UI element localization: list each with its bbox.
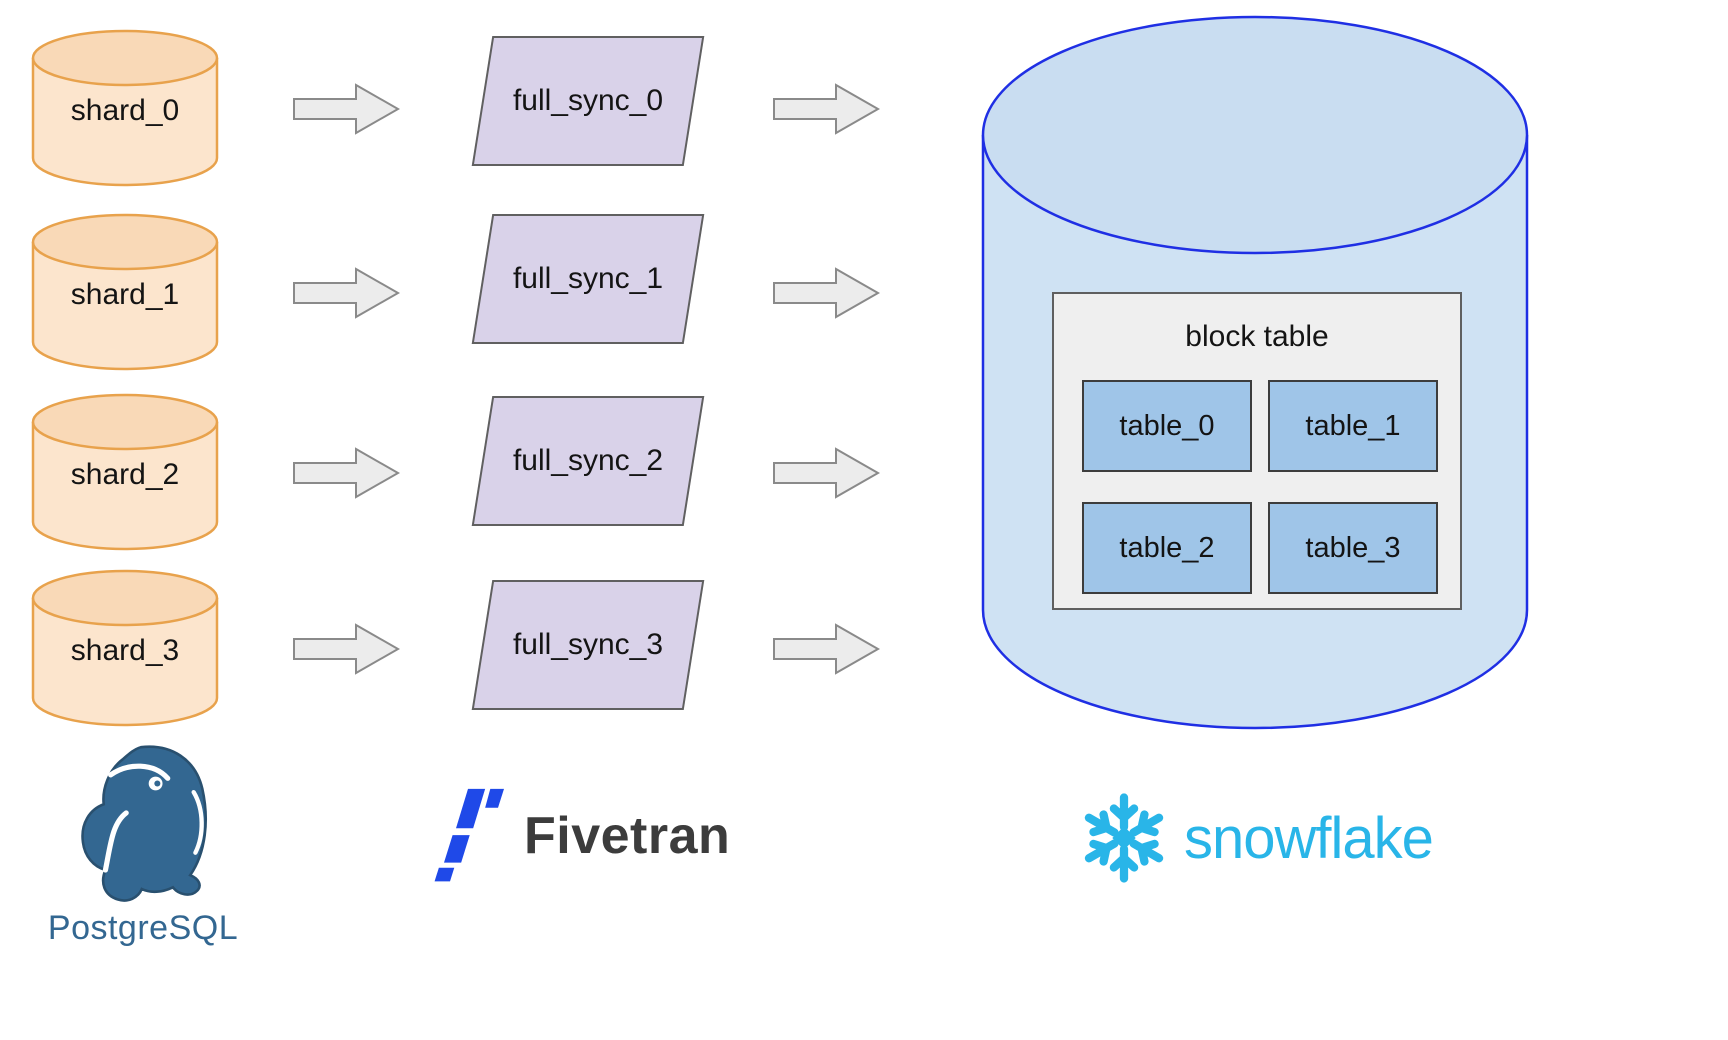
flow-arrow-icon	[292, 265, 402, 326]
flow-arrow-icon	[772, 621, 882, 682]
flow-arrow-icon	[292, 81, 402, 142]
shard-3-cylinder: shard_3	[30, 568, 220, 730]
block-table-title: block table	[1185, 320, 1329, 353]
flow-arrow-icon	[292, 445, 402, 506]
full-sync-2-shape: full_sync_2	[471, 396, 705, 526]
table-cell: table_2	[1082, 502, 1252, 594]
table-cell: table_3	[1268, 502, 1438, 594]
postgresql-label: PostgreSQL	[47, 909, 239, 947]
snowflake-label: snowflake	[1184, 805, 1434, 871]
full-sync-label: full_sync_1	[512, 262, 664, 295]
fivetran-icon	[434, 788, 504, 882]
cylinder-shape-icon	[31, 29, 219, 187]
postgresql-logo: PostgreSQL	[38, 742, 248, 948]
table-label: table_0	[1119, 409, 1215, 442]
full-sync-label: full_sync_0	[512, 84, 664, 117]
full-sync-3-shape: full_sync_3	[471, 580, 705, 710]
full-sync-1-shape: full_sync_1	[471, 214, 705, 344]
postgresql-elephant-icon	[80, 745, 207, 902]
full-sync-0-shape: full_sync_0	[471, 36, 705, 166]
flow-arrow-icon	[772, 445, 882, 506]
block-table-grid: table_0 table_1 table_2 table_3	[1082, 380, 1438, 594]
shard-label: shard_3	[70, 634, 180, 667]
shard-label: shard_1	[70, 278, 180, 311]
shard-1-cylinder: shard_1	[30, 212, 220, 374]
block-table: block table table_0 table_1 table_2 tabl…	[1052, 292, 1462, 610]
cylinder-shape-icon	[31, 569, 219, 727]
full-sync-label: full_sync_2	[512, 444, 664, 477]
snowflake-logo: snowflake	[1078, 792, 1434, 884]
fivetran-label: Fivetran	[524, 807, 731, 865]
flow-arrow-icon	[772, 265, 882, 326]
flow-arrow-icon	[772, 81, 882, 142]
shard-0-cylinder: shard_0	[30, 28, 220, 190]
snowflake-icon	[1084, 793, 1164, 883]
shard-2-cylinder: shard_2	[30, 392, 220, 554]
shard-label: shard_0	[70, 94, 180, 127]
table-label: table_2	[1119, 531, 1215, 564]
fivetran-logo: Fivetran	[432, 788, 730, 884]
flow-arrow-icon	[292, 621, 402, 682]
table-label: table_3	[1305, 531, 1401, 564]
table-cell: table_0	[1082, 380, 1252, 472]
cylinder-shape-icon	[31, 393, 219, 551]
table-cell: table_1	[1268, 380, 1438, 472]
shard-label: shard_2	[70, 458, 180, 491]
cylinder-shape-icon	[31, 213, 219, 371]
table-label: table_1	[1305, 409, 1401, 442]
full-sync-label: full_sync_3	[512, 628, 664, 661]
